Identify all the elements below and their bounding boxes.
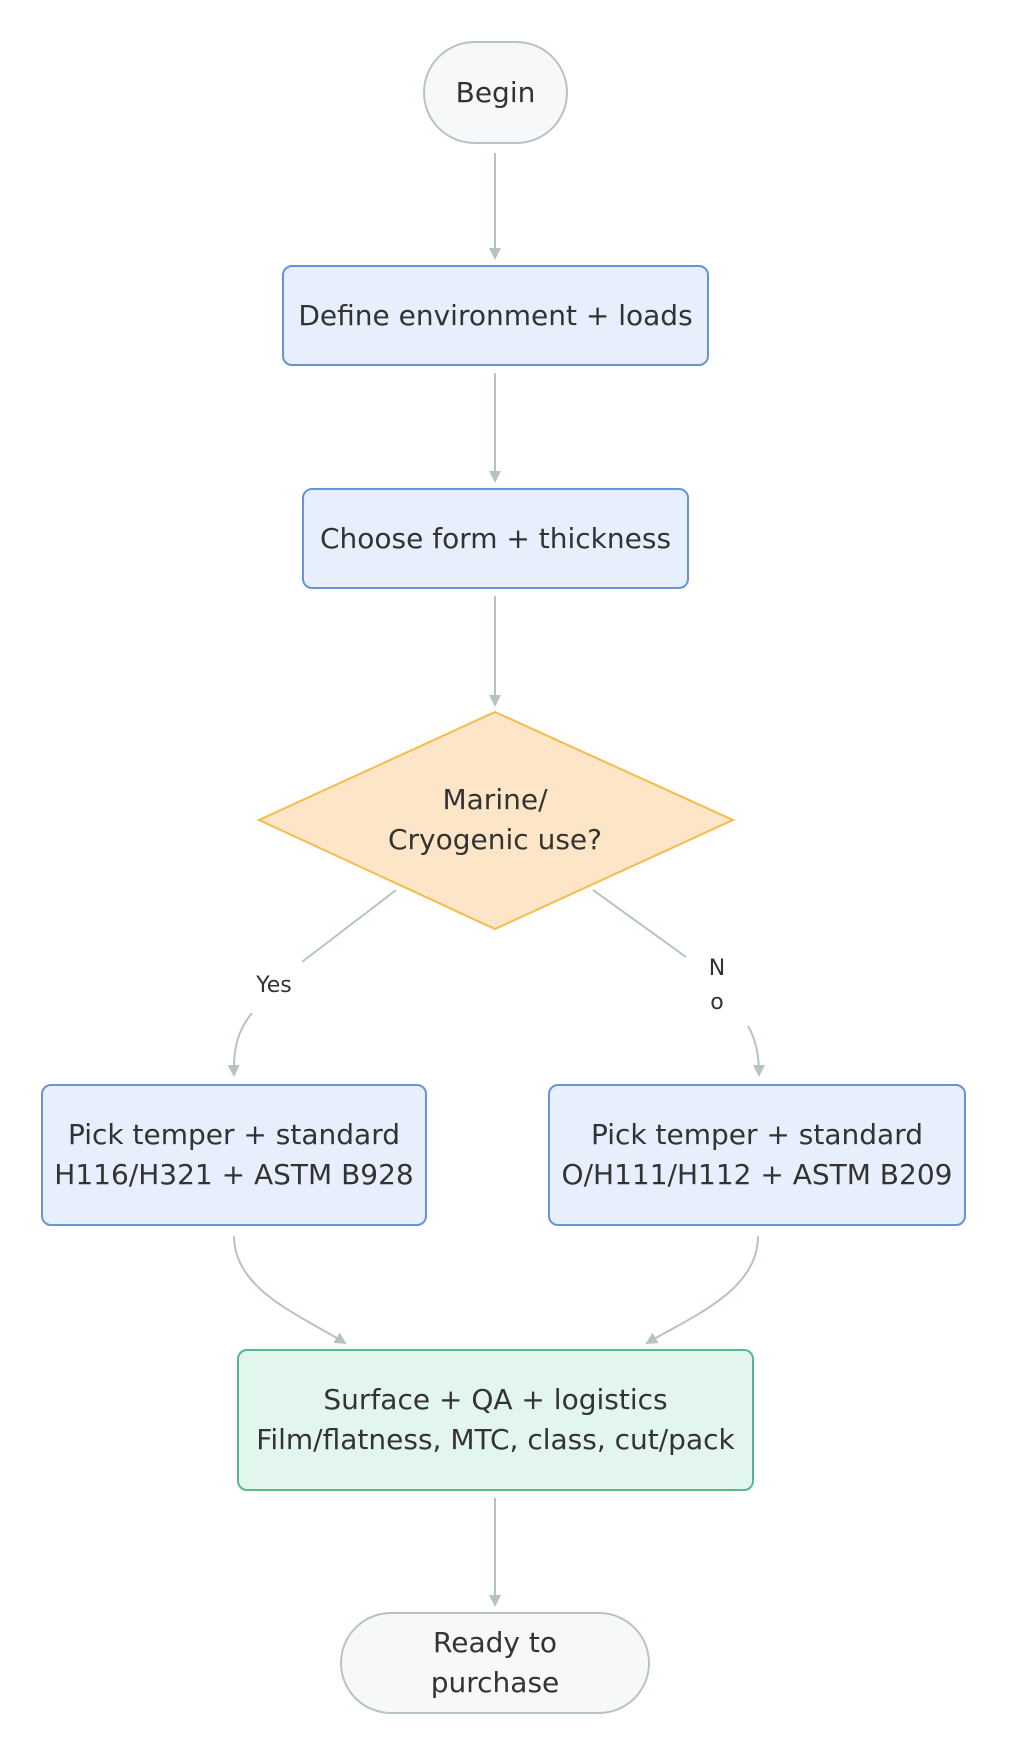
choose-form-label: Choose form + thickness — [319, 521, 672, 555]
surface-qa-node: Surface + QA + logistics Film/flatness, … — [237, 1349, 754, 1491]
marine-temper-node: Pick temper + standard H116/H321 + ASTM … — [41, 1084, 427, 1226]
general-temper-line1: Pick temper + standard — [590, 1118, 923, 1151]
edge-marine-to-surface — [233, 1235, 347, 1345]
edge-decision-to-general — [592, 889, 759, 1075]
ready-to-purchase-node: Ready to purchase — [340, 1612, 650, 1714]
marine-temper-line1: Pick temper + standard — [67, 1118, 400, 1151]
decision-label-line1: Marine/ — [442, 783, 548, 816]
edge-label-no-line1: N — [708, 956, 726, 981]
choose-form-node: Choose form + thickness — [302, 488, 689, 589]
edge-label-yes: Yes — [256, 973, 292, 998]
decision-label-line2: Cryogenic use? — [387, 823, 602, 856]
ready-line1: Ready to — [433, 1626, 557, 1659]
surface-qa-line1: Surface + QA + logistics — [323, 1383, 668, 1416]
edge-label-no-line2: o — [710, 990, 724, 1015]
define-environment-node: Define environment + loads — [282, 265, 709, 366]
decision-label: Marine/ Cryogenic use? — [345, 780, 645, 860]
decision-diamond — [256, 710, 736, 931]
marine-temper-line2: H116/H321 + ASTM B928 — [54, 1158, 414, 1191]
define-environment-label: Define environment + loads — [298, 298, 693, 332]
surface-qa-line2: Film/flatness, MTC, class, cut/pack — [256, 1423, 735, 1456]
edge-label-no: N o — [700, 952, 734, 1020]
ready-line2: purchase — [430, 1666, 560, 1699]
general-temper-node: Pick temper + standard O/H111/H112 + AST… — [548, 1084, 966, 1226]
general-temper-line2: O/H111/H112 + ASTM B209 — [561, 1158, 953, 1191]
begin-node: Begin — [423, 41, 568, 144]
edge-general-to-surface — [645, 1235, 759, 1345]
edge-decision-to-marine — [234, 889, 397, 1075]
begin-label: Begin — [455, 75, 536, 109]
